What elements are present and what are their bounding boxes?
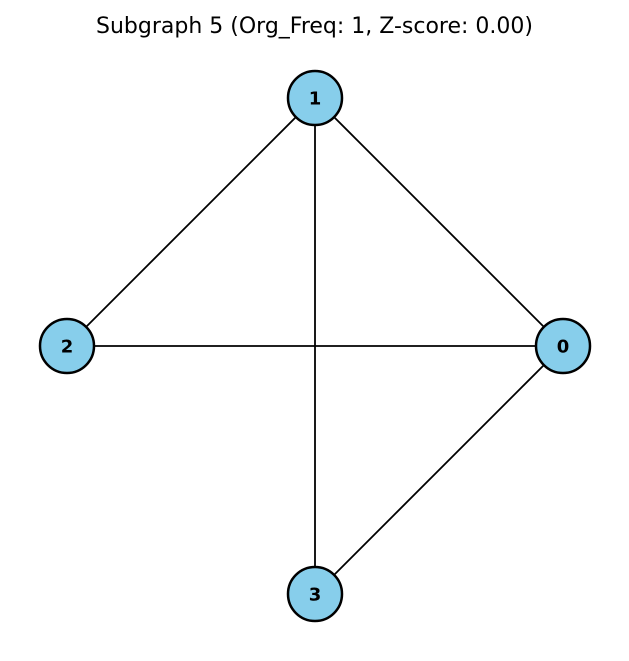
node-1: 1 xyxy=(286,69,344,127)
edge-1-0 xyxy=(314,97,564,347)
node-0: 0 xyxy=(534,317,592,375)
nodes-layer: 0 1 2 3 xyxy=(38,69,592,623)
node-circle-2 xyxy=(38,317,96,375)
node-2: 2 xyxy=(38,317,96,375)
node-label-0: 0 xyxy=(557,337,570,358)
node-circle-0 xyxy=(534,317,592,375)
figure-title: Subgraph 5 (Org_Freq: 1, Z-score: 0.00) xyxy=(96,14,533,39)
node-circle-3 xyxy=(286,565,344,623)
node-label-3: 3 xyxy=(309,585,322,606)
node-label-1: 1 xyxy=(309,89,322,110)
edges-layer xyxy=(66,97,564,595)
edge-1-2 xyxy=(66,97,316,347)
edge-0-3 xyxy=(314,345,564,595)
node-circle-1 xyxy=(286,69,344,127)
node-label-2: 2 xyxy=(61,337,74,358)
node-3: 3 xyxy=(286,565,344,623)
